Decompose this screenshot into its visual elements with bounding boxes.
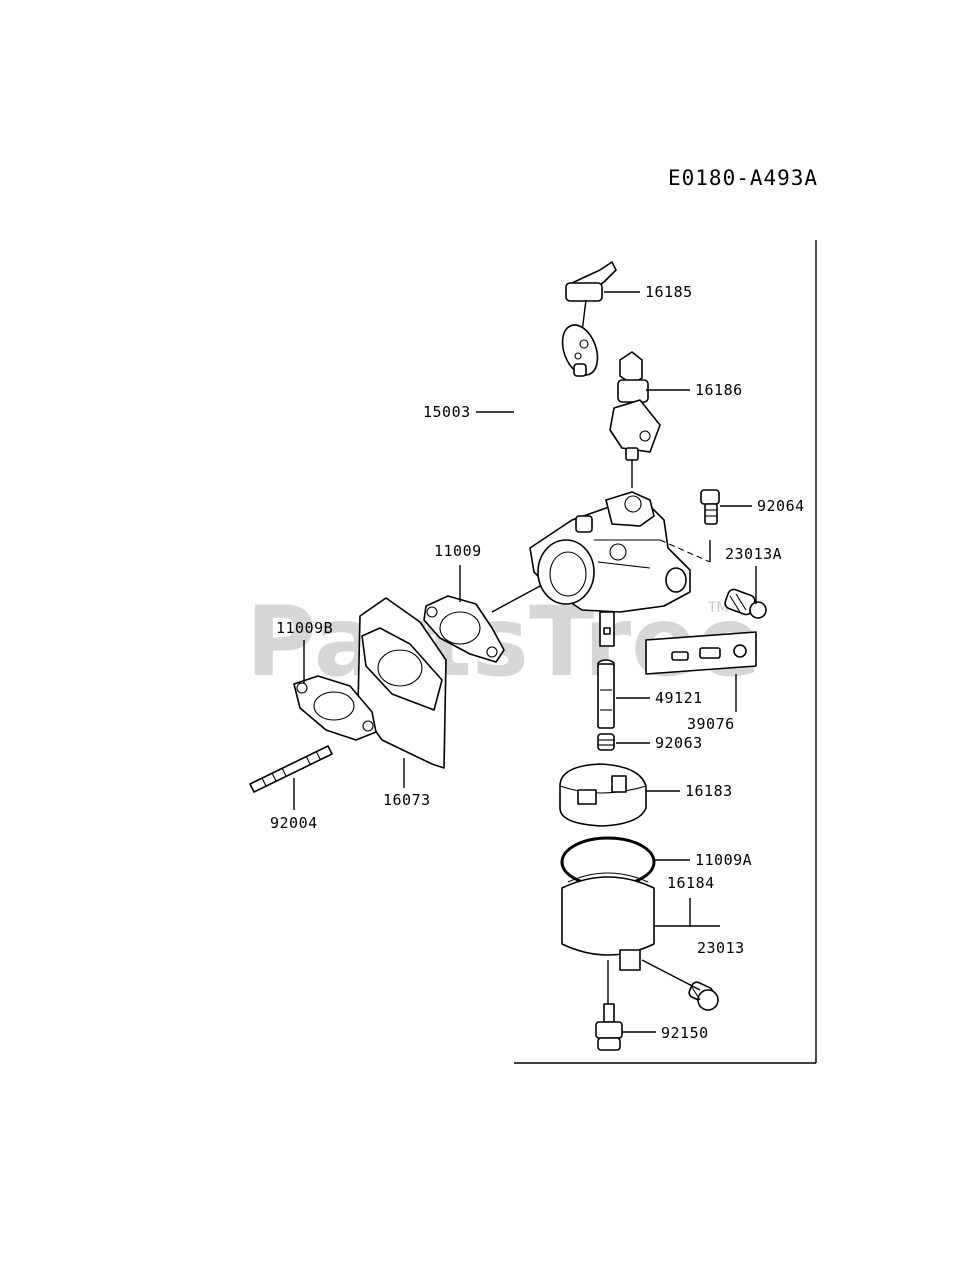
label-16184[interactable]: 16184: [667, 874, 715, 892]
leader-lines: [293, 291, 757, 1033]
label-11009B[interactable]: 11009B: [276, 619, 333, 637]
choke-lever-part[interactable]: [556, 261, 617, 380]
pilot-screw-part[interactable]: [700, 489, 720, 525]
watermark-tm: TM: [707, 600, 729, 616]
label-92063[interactable]: 92063: [655, 734, 703, 752]
float-bowl-part[interactable]: [561, 872, 655, 971]
throttle-lever-part[interactable]: [609, 351, 661, 488]
label-16183[interactable]: 16183: [685, 782, 733, 800]
label-49121[interactable]: 49121: [655, 689, 703, 707]
label-11009[interactable]: 11009: [434, 542, 482, 560]
label-23013[interactable]: 23013: [697, 939, 745, 957]
main-jet-part[interactable]: [597, 733, 615, 751]
label-16186[interactable]: 16186: [695, 381, 743, 399]
label-11009A[interactable]: 11009A: [695, 851, 752, 869]
label-23013A[interactable]: 23013A: [725, 545, 782, 563]
idle-screw-part[interactable]: [723, 588, 767, 619]
diagram-code: E0180-A493A: [668, 166, 818, 190]
bowl-bolt-part[interactable]: [595, 1003, 623, 1051]
stud-part[interactable]: [249, 745, 333, 793]
drain-screw-part[interactable]: [688, 981, 719, 1011]
frame-border: [514, 240, 817, 1064]
label-92004[interactable]: 92004: [270, 814, 318, 832]
part-labels: 16185 16186 15003 92064 23013A 11009 110…: [270, 283, 805, 1042]
label-16073[interactable]: 16073: [383, 791, 431, 809]
label-92150[interactable]: 92150: [661, 1024, 709, 1042]
insulator-gasket-part[interactable]: [293, 675, 377, 741]
float-part[interactable]: [559, 763, 647, 827]
emulsion-tube-part[interactable]: [597, 659, 615, 729]
label-92064[interactable]: 92064: [757, 497, 805, 515]
carburetor-body-part[interactable]: [529, 491, 691, 647]
carb-gasket-part[interactable]: [423, 595, 505, 663]
label-15003[interactable]: 15003: [423, 403, 471, 421]
jet-kit-part[interactable]: [645, 631, 757, 675]
label-16185[interactable]: 16185: [645, 283, 693, 301]
label-39076[interactable]: 39076: [687, 715, 735, 733]
